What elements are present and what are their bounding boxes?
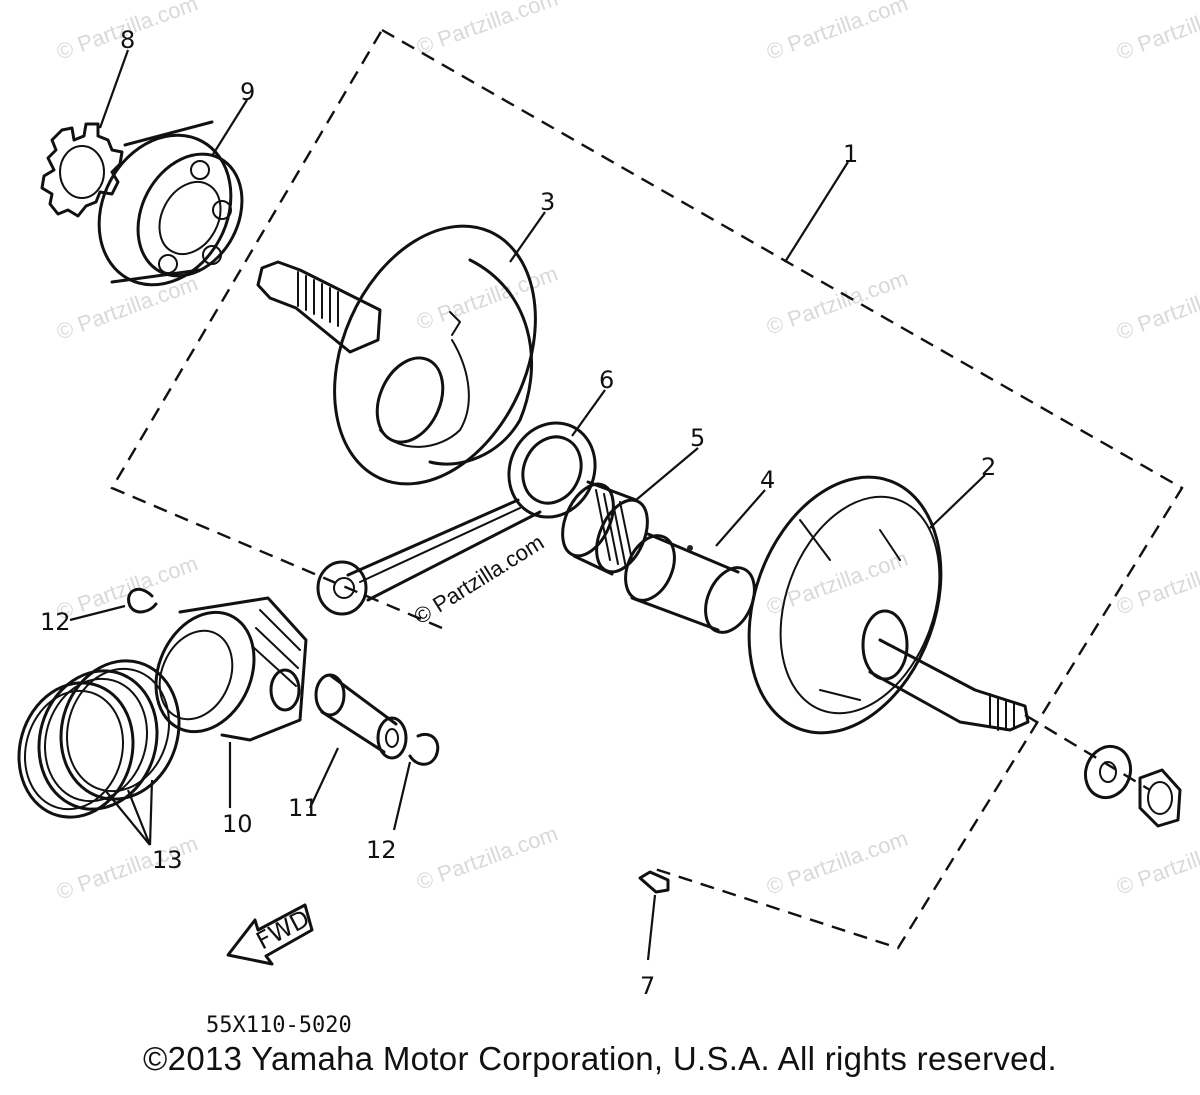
circlip-upper-part — [127, 587, 158, 614]
callout-5: 5 — [690, 424, 705, 452]
callout-1: 1 — [843, 140, 858, 168]
forward-arrow: FWD — [226, 903, 314, 966]
callout-2: 2 — [981, 453, 996, 481]
washer-part — [1083, 744, 1133, 800]
watermark: © Partzilla.com — [763, 266, 911, 340]
watermark: © Partzilla.com — [53, 551, 201, 625]
callout-11: 11 — [288, 794, 319, 822]
circlip-lower-part — [408, 733, 440, 766]
watermark: © Partzilla.com — [1113, 826, 1200, 900]
copyright-notice: ©2013 Yamaha Motor Corporation, U.S.A. A… — [143, 1040, 1057, 1077]
watermark: © Partzilla.com — [1113, 271, 1200, 345]
right-crank-half-part — [747, 475, 1030, 735]
crank-pin-part — [624, 532, 756, 634]
woodruff-key-part — [638, 870, 670, 894]
piston-part — [154, 596, 308, 742]
needle-bearing-part — [561, 480, 649, 576]
nut-part — [1138, 768, 1182, 828]
callout-3: 3 — [540, 188, 555, 216]
axis-line — [1024, 713, 1151, 792]
piston-rings-part — [17, 659, 181, 819]
callout-8: 8 — [120, 26, 135, 54]
leader-lines — [69, 49, 986, 961]
callout-numbers: 1 2 3 4 5 6 7 8 9 10 11 12 12 13 — [40, 26, 996, 1000]
watermark: © Partzilla.com — [763, 826, 911, 900]
watermark: © Partzilla.com — [1113, 0, 1200, 65]
watermark: © Partzilla.com — [413, 0, 561, 60]
callout-10: 10 — [222, 810, 253, 838]
piston-pin-part — [314, 673, 408, 760]
watermark: © Partzilla.com — [1113, 546, 1200, 620]
crankshaft-assembly-boundary — [110, 28, 1184, 950]
callout-7: 7 — [640, 972, 655, 1000]
diagram-code: 55X110-5020 — [206, 1013, 352, 1038]
watermark: © Partzilla.com — [413, 821, 561, 895]
callout-6: 6 — [599, 366, 614, 394]
callout-12-upper: 12 — [40, 608, 71, 636]
callout-4: 4 — [760, 466, 775, 494]
watermark: © Partzilla.com — [763, 0, 911, 65]
drive-gear-part — [40, 122, 124, 218]
left-crank-half-part — [256, 224, 537, 486]
bearing-part — [97, 120, 244, 287]
callout-9: 9 — [240, 78, 255, 106]
callout-13: 13 — [152, 846, 183, 874]
watermark: © Partzilla.com — [763, 546, 911, 620]
watermark: © Partzilla.com — [53, 271, 201, 345]
callout-12-lower: 12 — [366, 836, 397, 864]
